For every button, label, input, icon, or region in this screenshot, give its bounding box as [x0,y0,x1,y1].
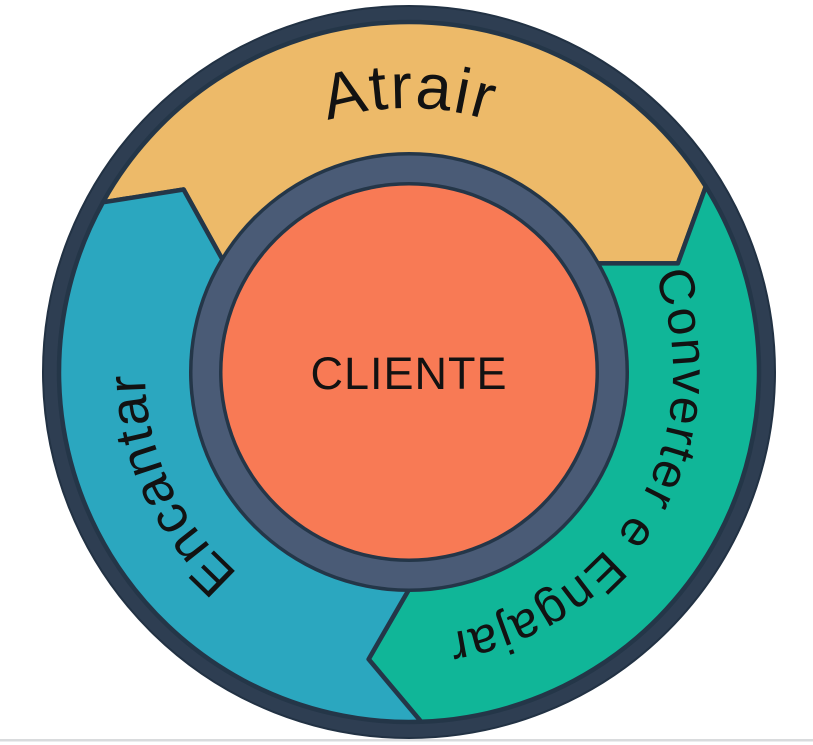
segment-label-atrair: Atrair [315,50,506,134]
slide-bottom-divider [0,739,813,742]
center-circle [222,185,596,559]
center-label: CLIENTE [310,348,507,399]
